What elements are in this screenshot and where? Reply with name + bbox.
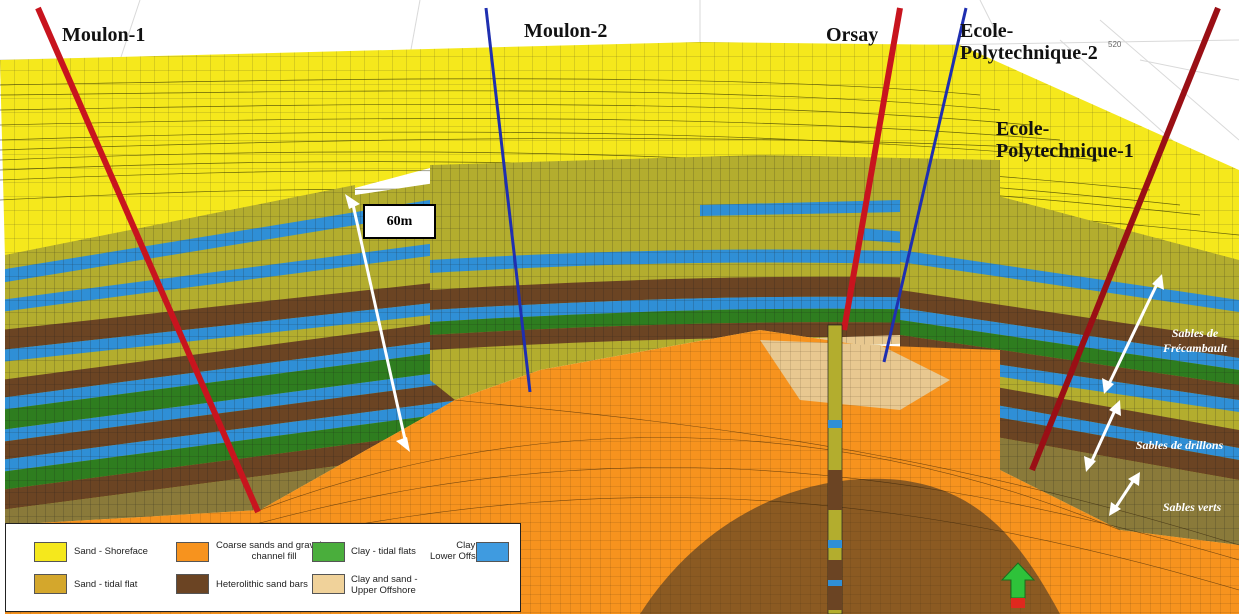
- legend-item-shoreface: Sand - Shoreface: [74, 546, 148, 557]
- north-arrow-icon: [1000, 562, 1036, 608]
- legend-swatch-channel-fill: [176, 542, 209, 562]
- legend-item-heterolithic: Heterolithic sand bars: [216, 579, 308, 590]
- legend-item-upper-offshore: Clay and sand - Upper Offshore: [351, 574, 418, 596]
- legend-swatch-heterolithic: [176, 574, 209, 594]
- annotation-sables-de-drillons: Sables de drillons: [1135, 438, 1224, 452]
- axis-tick-label: 520: [1108, 40, 1122, 49]
- wells: [35, 6, 1221, 614]
- scale-label: 60m: [363, 204, 436, 239]
- legend-item-tidal-flat-sand: Sand - tidal flat: [74, 579, 137, 590]
- well-label-moulon-2: Moulon-2: [524, 20, 608, 42]
- legend-label: Sand - Shoreface: [74, 546, 148, 557]
- well-orsay-trajectory: [841, 7, 903, 331]
- legend-swatch-upper-offshore: [312, 574, 345, 594]
- well-label-ecole-polytechnique-1: Ecole- Polytechnique-1: [996, 118, 1134, 162]
- legend-label: Heterolithic sand bars: [216, 579, 308, 590]
- legend-item-tidal-flats: Clay - tidal flats: [351, 546, 416, 557]
- annotation-sables-verts: Sables verts: [1162, 500, 1222, 514]
- legend-swatch-tidal-flats: [312, 542, 345, 562]
- annotation-sables-de-frecambault: Sables de Frécambault: [1162, 326, 1227, 355]
- legend-item-lower-offshore: Clay - Lower Offsh: [430, 540, 481, 562]
- unit-arrows: [1084, 274, 1164, 516]
- facies-legend: Sand - Shoreface Coarse sands and gravel…: [5, 523, 521, 612]
- top-surface: [0, 42, 1239, 262]
- well-label-moulon-1: Moulon-1: [62, 24, 146, 46]
- well-label-ecole-polytechnique-2: Ecole- Polytechnique-2: [960, 20, 1098, 64]
- well-moulon-1-trajectory: [35, 6, 261, 514]
- well-ecole-polytechnique-1-trajectory: [1029, 6, 1221, 472]
- well-label-orsay: Orsay: [826, 24, 879, 46]
- legend-swatch-tidal-flat-sand: [34, 574, 67, 594]
- scale-arrow: [345, 194, 410, 452]
- legend-label: Clay - tidal flats: [351, 546, 416, 557]
- legend-swatch-lower-offshore: [476, 542, 509, 562]
- legend-swatch-shoreface: [34, 542, 67, 562]
- well-moulon-2-trajectory: [484, 7, 532, 393]
- legend-label: Clay and sand - Upper Offshore: [351, 574, 418, 596]
- legend-label: Sand - tidal flat: [74, 579, 138, 590]
- well-ecole-polytechnique-2-trajectory: [882, 7, 968, 363]
- legend-label: Clay - Lower Offsh: [430, 540, 482, 562]
